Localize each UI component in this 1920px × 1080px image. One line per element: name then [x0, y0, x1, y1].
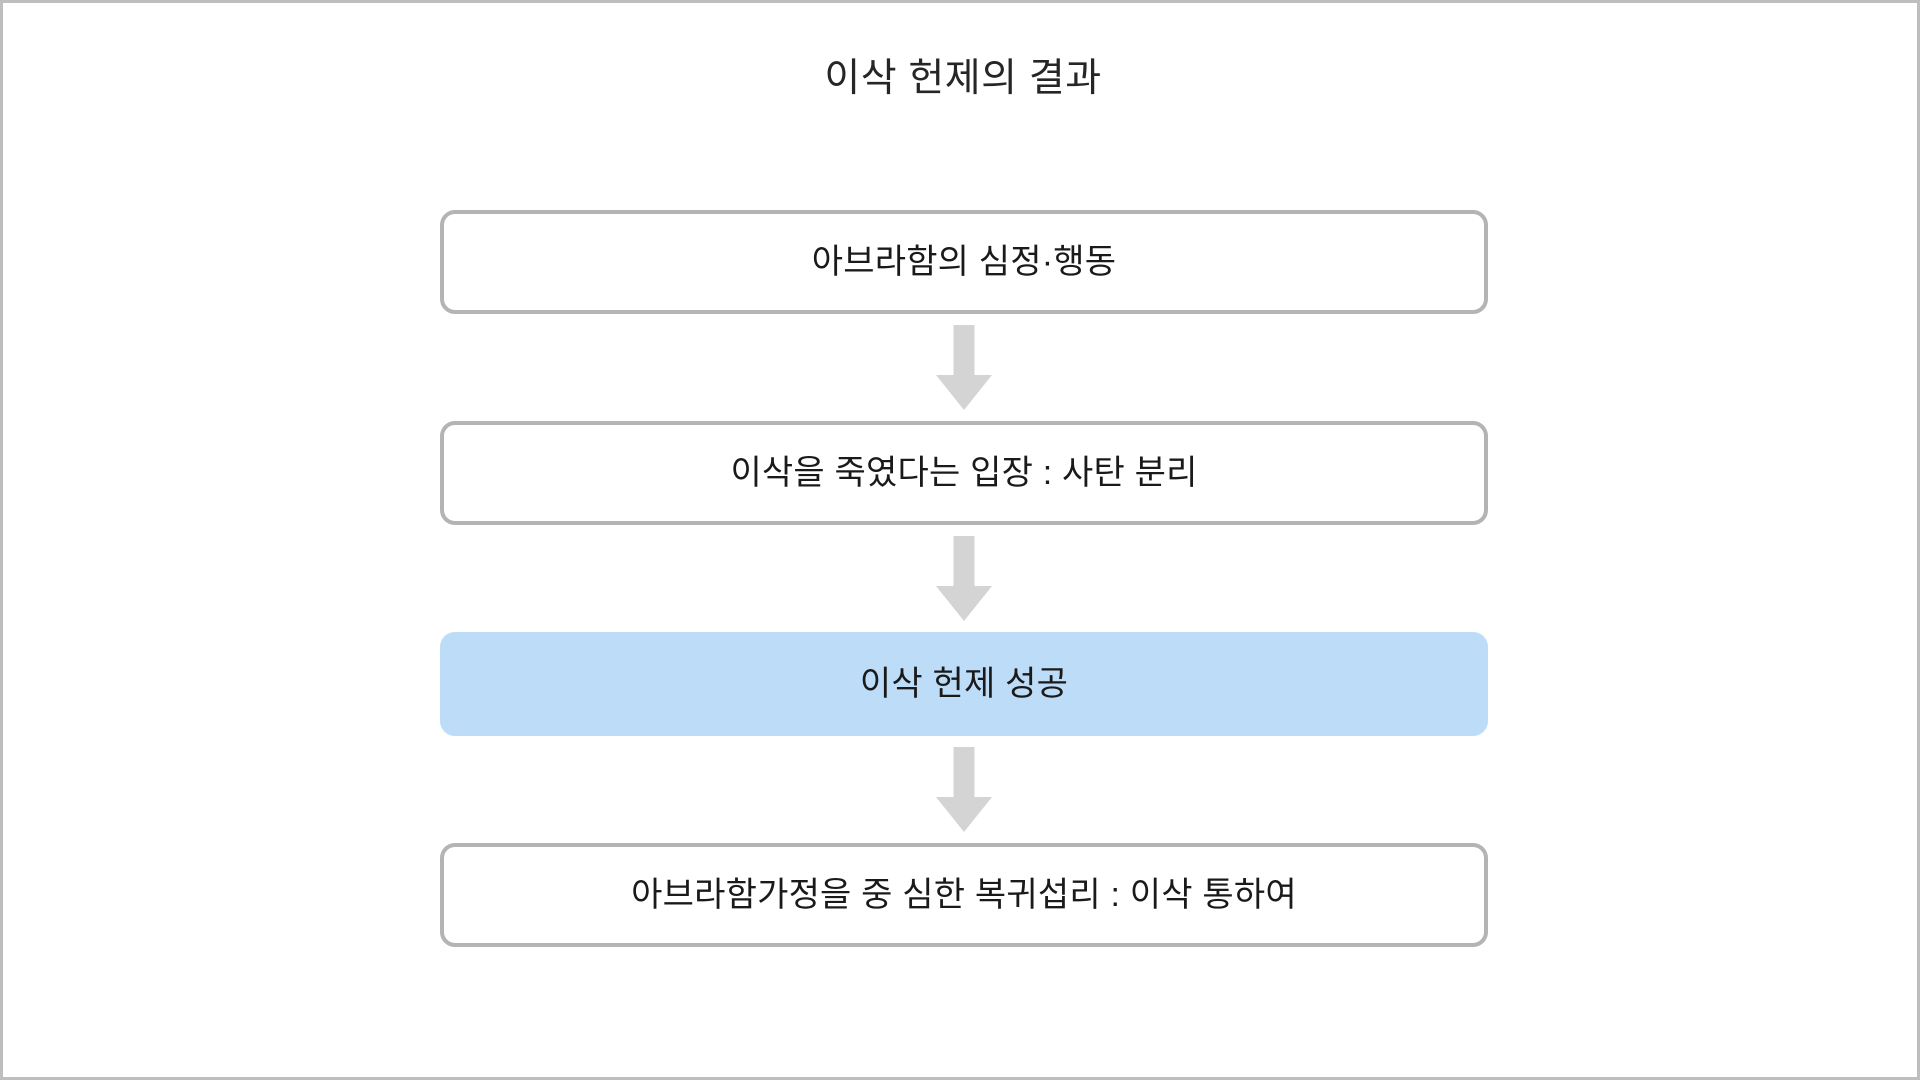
arrow-down-icon: [936, 536, 992, 621]
flow-connector-2: [440, 525, 1488, 632]
arrow-head: [936, 797, 992, 832]
arrow-shaft: [953, 747, 975, 799]
flow-node-2[interactable]: 이삭을 죽였다는 입장 : 사탄 분리: [440, 421, 1488, 525]
arrow-down-icon: [936, 325, 992, 410]
flow-node-3[interactable]: 이삭 헌제 성공: [440, 632, 1488, 736]
flow-node-4-label: 아브라함가정을 중 심한 복귀섭리 : 이삭 통하여: [631, 875, 1297, 914]
flow-node-1-label: 아브라함의 심정·행동: [811, 242, 1117, 281]
arrow-down-icon: [936, 747, 992, 832]
arrow-head: [936, 586, 992, 621]
flow-node-2-label: 이삭을 죽였다는 입장 : 사탄 분리: [730, 453, 1198, 492]
arrow-shaft: [953, 536, 975, 588]
arrow-shaft: [953, 325, 975, 377]
flow-connector-3: [440, 736, 1488, 843]
flow-node-3-label: 이삭 헌제 성공: [859, 664, 1069, 703]
page-title: 이삭 헌제의 결과: [824, 57, 1102, 100]
arrow-head: [936, 375, 992, 410]
flow-node-4[interactable]: 아브라함가정을 중 심한 복귀섭리 : 이삭 통하여: [440, 843, 1488, 947]
flow-connector-1: [440, 314, 1488, 421]
flow-chart: 아브라함의 심정·행동 이삭을 죽였다는 입장 : 사탄 분리 이삭 헌제 성공: [440, 210, 1488, 947]
flow-node-1[interactable]: 아브라함의 심정·행동: [440, 210, 1488, 314]
